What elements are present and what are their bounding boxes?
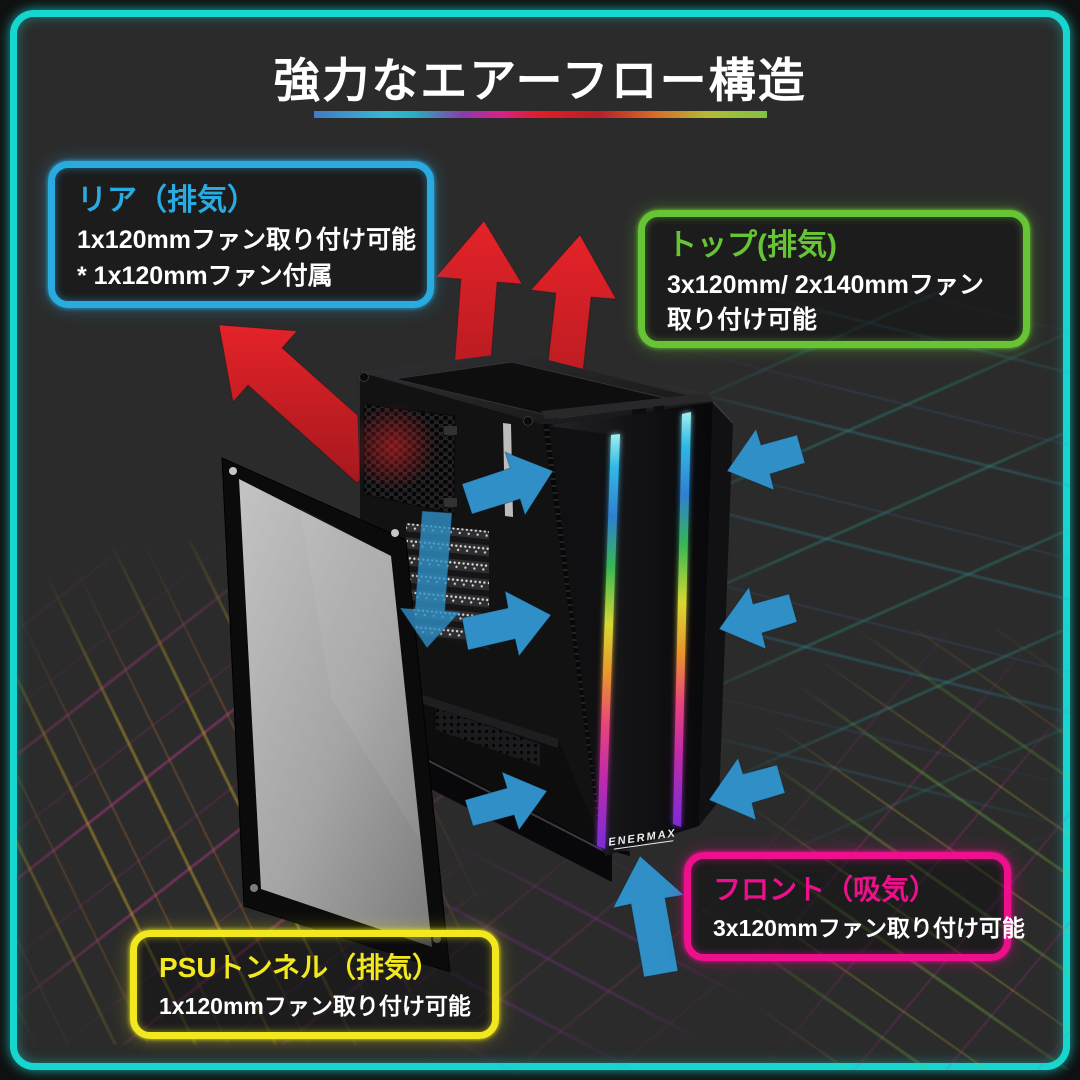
top-thumbscrew-left [359, 372, 369, 382]
rear-box-line: 1x120mmファン取り付け可能 [77, 226, 416, 254]
rear-box-line: * 1x120mmファン付属 [77, 261, 333, 290]
glass-panel-surface [239, 479, 432, 947]
fan-clip-top [444, 426, 457, 435]
top-thumbscrew-right [523, 416, 533, 426]
psu-intake-arrow [464, 771, 548, 832]
rear-box: リア（排気） 1x120mmファン取り付け可能 * 1x120mmファン付属 [48, 161, 434, 308]
top-box-line: 3x120mm/ 2x140mmファン [667, 270, 984, 299]
front-box-line: 3x120mmファン取り付け可能 [713, 915, 1025, 942]
front-intake-arrow-top [726, 427, 806, 491]
page-title: 強力なエアーフロー構造 [273, 54, 807, 107]
glass-screw-hole [250, 884, 258, 892]
top-box: トップ(排気) 3x120mm/ 2x140mmファン 取り付け可能 [638, 210, 1030, 348]
front-panel-corner-edge [712, 401, 734, 424]
front-box-title: フロント（吸気） [713, 874, 938, 906]
glass-screw-hole [433, 935, 441, 943]
tempered-glass-side-panel [221, 457, 451, 973]
psu-box-line: 1x120mmファン取り付け可能 [159, 993, 471, 1020]
glass-screw-hole [391, 529, 399, 537]
top-io-port [631, 408, 647, 415]
title-underline-gradient [314, 111, 767, 118]
psu-shroud-vent [436, 708, 540, 766]
rear-box-title: リア（排気） [77, 184, 257, 217]
fan-clip-bottom [444, 498, 457, 507]
top-box-line: 取り付け可能 [667, 306, 818, 334]
psu-box: PSUトンネル（排気） 1x120mmファン取り付け可能 [130, 930, 499, 1039]
front-intake-arrow-bottom [708, 756, 786, 821]
bottom-intake-arrow [612, 855, 686, 978]
top-power-button [653, 405, 665, 412]
psu-box-title: PSUトンネル（排気） [159, 952, 441, 984]
intake-arrows-layer [399, 427, 806, 978]
front-panel-right-side [699, 402, 733, 826]
glass-screw-hole [229, 467, 237, 475]
front-panel-top-sliver [541, 393, 713, 419]
front-intake-arrow-middle [718, 585, 798, 650]
side-intake-arrow-middle [461, 590, 552, 658]
rgb-strip-left [597, 434, 620, 849]
front-panel-left-facet [549, 426, 612, 856]
rear-fan-red-glow [349, 403, 437, 491]
brand-logo-underline [613, 840, 674, 850]
top-box-title: トップ(排気) [667, 228, 837, 262]
glass-panel-reflection [300, 508, 420, 840]
internal-down-arrow [399, 510, 462, 649]
front-box: フロント（吸気） 3x120mmファン取り付け可能 [684, 852, 1025, 961]
rear-exhaust-arrow [218, 324, 392, 484]
rgb-strip-right [673, 412, 691, 827]
psu-shroud-edge [396, 686, 558, 748]
side-intake-arrow-upper [461, 451, 554, 517]
